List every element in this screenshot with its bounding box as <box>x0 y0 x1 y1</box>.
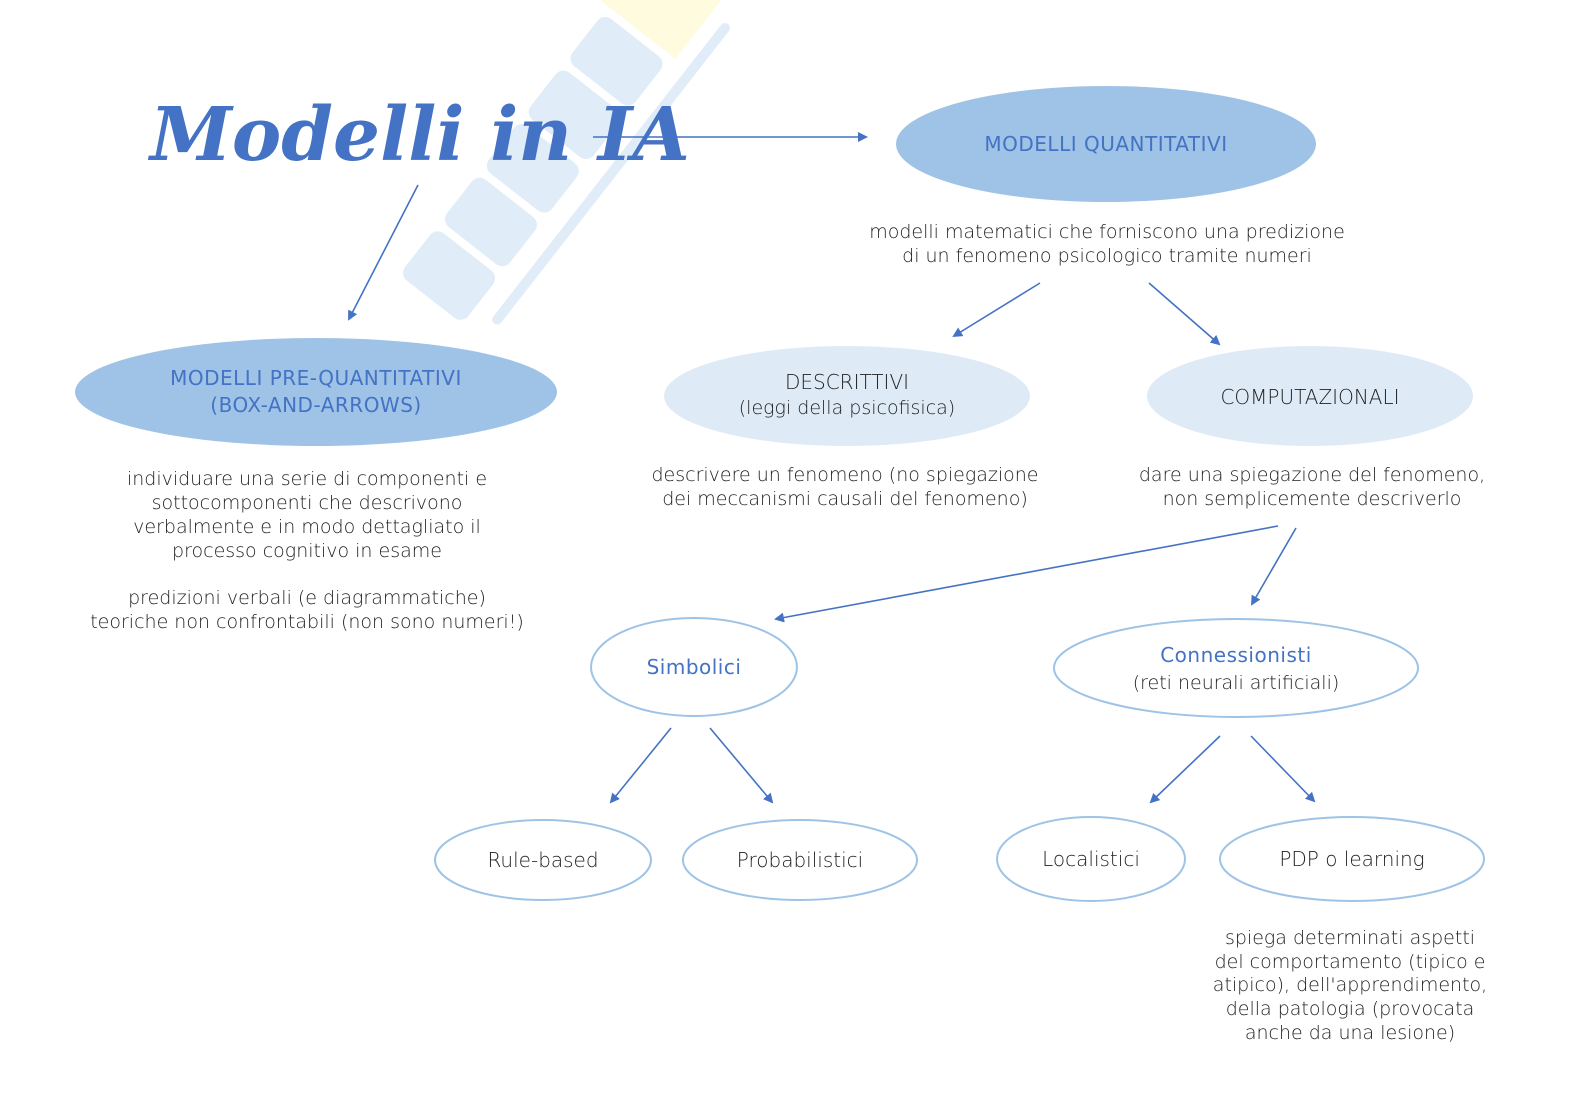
node-pdp-learning: PDP o learning <box>1219 816 1485 902</box>
desc-line: processo cognitivo in esame <box>172 540 442 562</box>
node-label: Rule-based <box>487 848 598 872</box>
node-connessionisti: Connessionisti (reti neurali artificiali… <box>1053 618 1419 718</box>
desc-line: teoriche non confrontabili (non sono num… <box>90 611 524 633</box>
node-label: DESCRITTIVI <box>785 370 909 394</box>
computazionali-desc-line: dare una spiegazione del fenomeno, <box>1139 464 1485 486</box>
ellipse <box>1053 618 1419 718</box>
node-probabilistici: Probabilistici <box>682 819 918 901</box>
quantitativi-desc-line: modelli matematici che forniscono una pr… <box>869 221 1345 243</box>
desc-line: sottocomponenti che descrivono <box>152 492 463 514</box>
desc-line: predizioni verbali (e diagrammatiche) <box>128 587 486 609</box>
ellipse <box>1219 816 1485 902</box>
node-sublabel: (reti neurali artificiali) <box>1133 672 1340 694</box>
ellipse <box>1147 346 1473 446</box>
desc-line: verbalmente e in modo dettagliato il <box>133 516 481 538</box>
node-label: Localistici <box>1042 847 1140 871</box>
node-simbolici: Simbolici <box>590 617 798 717</box>
ellipse <box>682 819 918 901</box>
desc-line: anche da una lesione) <box>1245 1022 1455 1044</box>
ellipse <box>896 86 1316 202</box>
arrow-to-pdp <box>1250 735 1316 803</box>
ellipse <box>664 346 1030 446</box>
node-rule-based: Rule-based <box>434 819 652 901</box>
node-label: COMPUTAZIONALI <box>1220 385 1399 409</box>
connector-arrows <box>348 132 1316 804</box>
desc-line: spiega determinati aspetti <box>1225 927 1475 949</box>
arrow-to-descrittivi <box>952 282 1041 338</box>
quantitativi-desc-line: di un fenomeno psicologico tramite numer… <box>902 245 1312 267</box>
node-computazionali: COMPUTAZIONALI <box>1147 346 1473 446</box>
pdp-desc: spiega determinati aspetti del comportam… <box>1213 927 1487 1044</box>
node-localistici: Localistici <box>996 816 1186 902</box>
desc-line: del comportamento (tipico e <box>1215 951 1486 973</box>
ellipse <box>75 338 557 446</box>
node-modelli-pre-quantitativi: MODELLI PRE-QUANTITATIVI (BOX-AND-ARROWS… <box>75 338 557 446</box>
node-label: (BOX-AND-ARROWS) <box>210 393 421 417</box>
node-label: PDP o learning <box>1279 847 1424 871</box>
node-label: MODELLI QUANTITATIVI <box>984 132 1227 156</box>
node-label: Simbolici <box>647 655 742 679</box>
arrow-to-rule-based <box>609 727 672 804</box>
ellipse <box>996 816 1186 902</box>
ellipse <box>434 819 652 901</box>
arrow-to-pre-quantitativi <box>348 184 419 321</box>
node-sublabel: (leggi della psicofisica) <box>739 397 955 419</box>
pre-quantitativi-desc: individuare una serie di componenti e so… <box>90 468 524 633</box>
desc-line: individuare una serie di componenti e <box>127 468 487 490</box>
desc-line: della patologia (provocata <box>1226 998 1475 1020</box>
arrow-to-computazionali <box>1148 282 1221 346</box>
node-label: MODELLI PRE-QUANTITATIVI <box>170 366 462 390</box>
ellipse <box>590 617 798 717</box>
arrow-to-localistici <box>1149 735 1221 804</box>
arrow-to-probabilistici <box>709 727 774 804</box>
desc-line: atipico), dell'apprendimento, <box>1213 974 1487 996</box>
node-modelli-quantitativi: MODELLI QUANTITATIVI <box>896 86 1316 202</box>
descrittivi-desc-line: dei meccanismi causali del fenomeno) <box>662 488 1028 510</box>
node-label: Connessionisti <box>1160 643 1312 667</box>
arrow-to-simbolici <box>774 525 1279 623</box>
arrow-to-connessionisti <box>1250 527 1297 606</box>
computazionali-desc-line: non semplicemente descriverlo <box>1163 488 1462 510</box>
node-label: Probabilistici <box>737 848 863 872</box>
watermark-logo <box>403 0 744 325</box>
node-descrittivi: DESCRITTIVI (leggi della psicofisica) <box>664 346 1030 446</box>
descrittivi-desc-line: descrivere un fenomeno (no spiegazione <box>651 464 1038 486</box>
page-title: Modelli in IA <box>147 92 690 178</box>
